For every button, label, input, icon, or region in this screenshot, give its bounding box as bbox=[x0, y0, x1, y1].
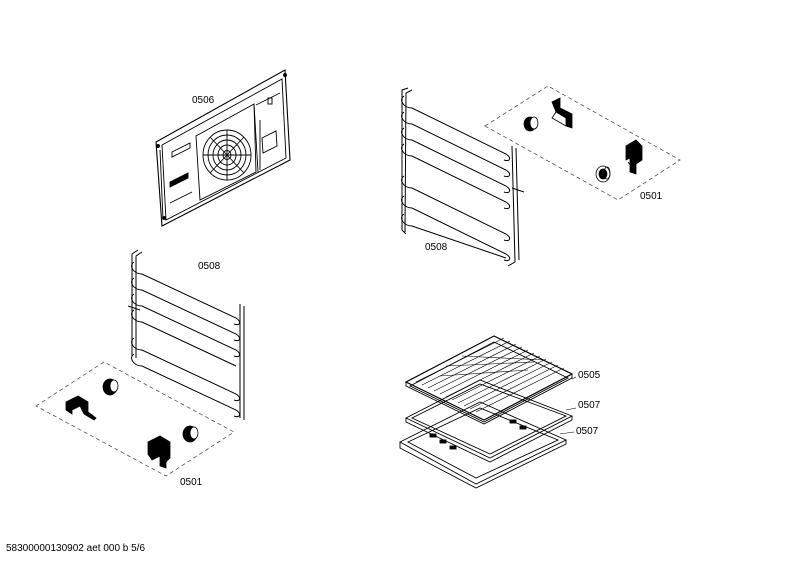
part-label-rail-left: 0508 bbox=[198, 261, 221, 272]
fan-grille bbox=[202, 129, 252, 181]
part-label-clips-right: 0501 bbox=[640, 191, 663, 202]
clips-left-group bbox=[35, 361, 235, 477]
fan-cover-panel bbox=[155, 69, 291, 227]
wire-shelf bbox=[404, 335, 574, 425]
round-knob-icon bbox=[102, 378, 119, 396]
baking-tray-lower bbox=[399, 401, 568, 489]
round-knob-icon bbox=[595, 165, 611, 183]
clips-right-group bbox=[484, 85, 681, 201]
hook-clip-icon bbox=[65, 395, 97, 421]
part-label-rail-right: 0508 bbox=[425, 242, 448, 253]
leader-lines bbox=[559, 376, 577, 435]
part-label-fan-cover: 0506 bbox=[192, 95, 215, 106]
part-label-wire-shelf: 0505 bbox=[578, 370, 601, 381]
round-knob-icon bbox=[182, 425, 199, 443]
document-reference: 58300000130902 aet 000 b 5/6 bbox=[6, 543, 146, 554]
shelf-wires bbox=[415, 337, 565, 413]
baking-tray-upper bbox=[404, 379, 574, 463]
part-label-clips-left: 0501 bbox=[180, 477, 203, 488]
hook-clip-icon bbox=[551, 97, 573, 129]
round-knob-icon bbox=[523, 116, 539, 132]
hook-clip-icon bbox=[147, 435, 171, 469]
part-label-tray-upper: 0507 bbox=[578, 400, 601, 411]
side-rail-left bbox=[127, 249, 245, 420]
part-label-tray-lower: 0507 bbox=[576, 426, 599, 437]
hook-clip-icon bbox=[625, 139, 643, 175]
side-rail-right bbox=[401, 87, 525, 267]
